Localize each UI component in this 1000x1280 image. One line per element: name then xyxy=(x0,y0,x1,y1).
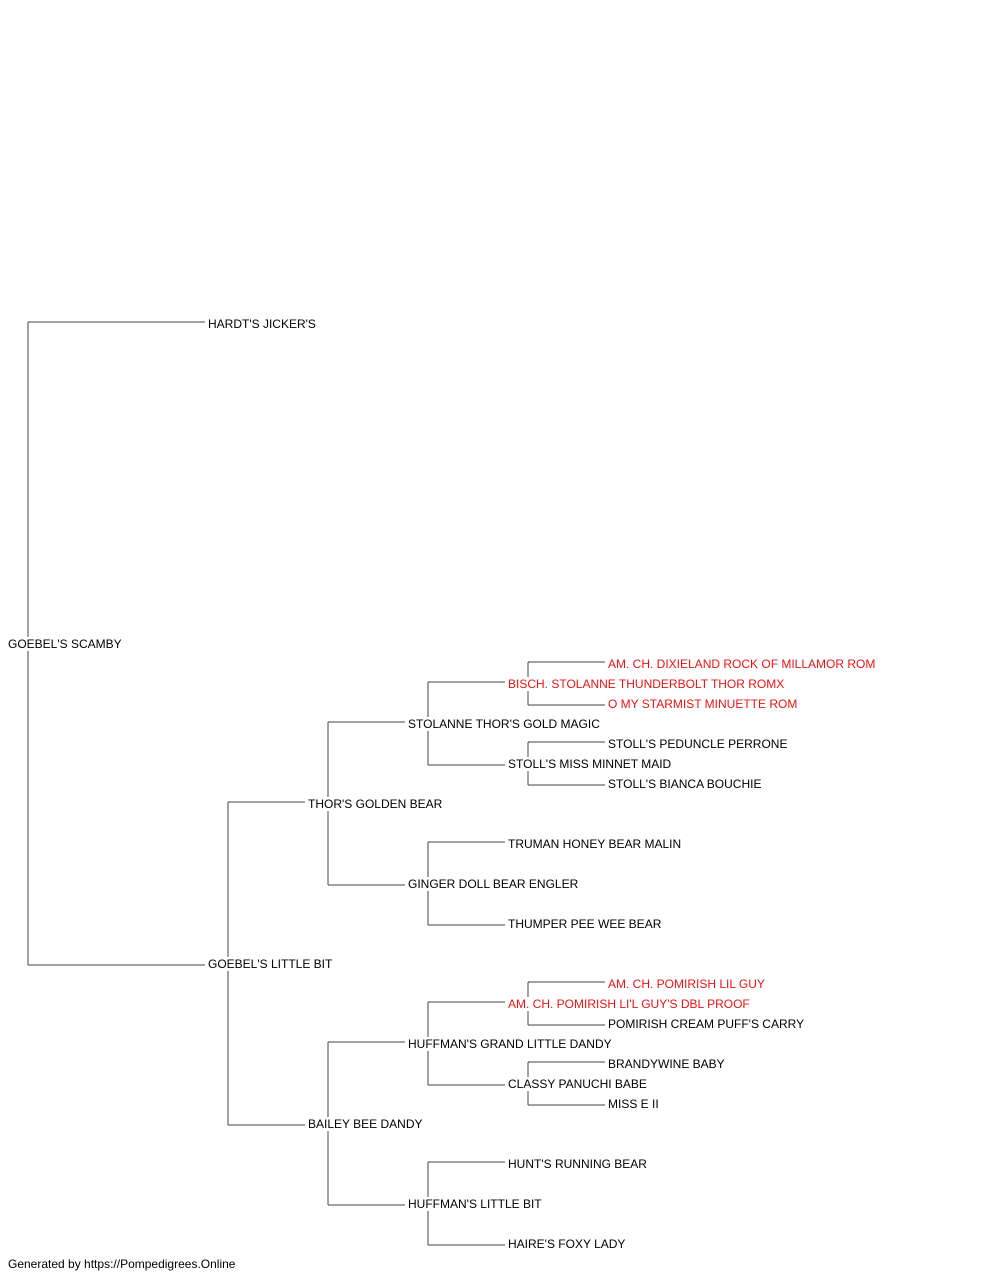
dam-dam-sire-sire-sire-name[interactable]: AM. CH. POMIRISH LIL GUY xyxy=(608,977,767,991)
dam-sire-dam-sire-name[interactable]: TRUMAN HONEY BEAR MALIN xyxy=(508,837,684,851)
dam-dam-sire-sire-name[interactable]: AM. CH. POMIRISH LI'L GUY'S DBL PROOF xyxy=(508,997,752,1011)
dam-dam-sire-name[interactable]: HUFFMAN'S GRAND LITTLE DANDY xyxy=(408,1037,614,1051)
dam-dam-sire-dam-sire-name[interactable]: BRANDYWINE BABY xyxy=(608,1057,727,1071)
sire-name[interactable]: HARDT'S JICKER'S xyxy=(208,317,318,331)
dam-sire-name[interactable]: THOR'S GOLDEN BEAR xyxy=(308,797,445,811)
subject-dog-name[interactable]: GOEBEL'S SCAMBY xyxy=(8,637,124,651)
dam-sire-sire-dam-dam-name[interactable]: STOLL'S BIANCA BOUCHIE xyxy=(608,777,764,791)
dam-name[interactable]: GOEBEL'S LITTLE BIT xyxy=(208,957,335,971)
dam-dam-sire-sire-dam-name[interactable]: POMIRISH CREAM PUFF'S CARRY xyxy=(608,1017,807,1031)
dam-dam-dam-name[interactable]: HUFFMAN'S LITTLE BIT xyxy=(408,1197,544,1211)
dam-sire-dam-name[interactable]: GINGER DOLL BEAR ENGLER xyxy=(408,877,581,891)
dam-sire-sire-sire-sire-name[interactable]: AM. CH. DIXIELAND ROCK OF MILLAMOR ROM xyxy=(608,657,878,671)
dam-sire-sire-sire-name[interactable]: BISCH. STOLANNE THUNDERBOLT THOR ROMX xyxy=(508,677,787,691)
dam-sire-dam-dam-name[interactable]: THUMPER PEE WEE BEAR xyxy=(508,917,664,931)
dam-dam-sire-dam-dam-name[interactable]: MISS E II xyxy=(608,1097,661,1111)
dam-sire-sire-sire-dam-name[interactable]: O MY STARMIST MINUETTE ROM xyxy=(608,697,800,711)
dam-dam-sire-dam-name[interactable]: CLASSY PANUCHI BABE xyxy=(508,1077,649,1091)
dam-dam-dam-sire-name[interactable]: HUNT'S RUNNING BEAR xyxy=(508,1157,649,1171)
dam-sire-sire-dam-name[interactable]: STOLL'S MISS MINNET MAID xyxy=(508,757,674,771)
dam-sire-sire-dam-sire-name[interactable]: STOLL'S PEDUNCLE PERRONE xyxy=(608,737,790,751)
dam-sire-sire-name[interactable]: STOLANNE THOR'S GOLD MAGIC xyxy=(408,717,602,731)
generated-by-footer: Generated by https://Pompedigrees.Online xyxy=(8,1257,236,1271)
dam-dam-dam-dam-name[interactable]: HAIRE'S FOXY LADY xyxy=(508,1237,628,1251)
dam-dam-name[interactable]: BAILEY BEE DANDY xyxy=(308,1117,425,1131)
